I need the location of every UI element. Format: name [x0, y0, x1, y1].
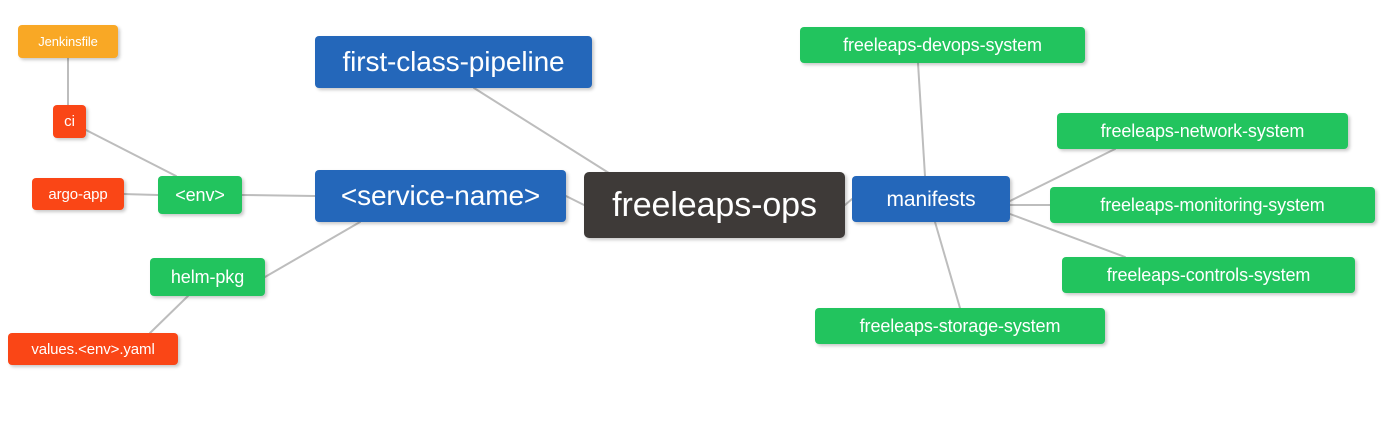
mindmap-node-network[interactable]: freeleaps-network-system [1057, 113, 1348, 149]
mindmap-node-storage[interactable]: freeleaps-storage-system [815, 308, 1105, 344]
edge-manifests-to-storage [934, 221, 961, 309]
mindmap-node-helm[interactable]: helm-pkg [150, 258, 265, 296]
mindmap-node-root[interactable]: freeleaps-ops [584, 172, 845, 238]
mindmap-node-pipeline[interactable]: first-class-pipeline [315, 36, 592, 88]
mindmap-node-argo[interactable]: argo-app [32, 178, 124, 210]
edge-service-to-env [241, 194, 316, 197]
edge-root-to-pipeline [473, 87, 621, 181]
edge-root-to-service [565, 195, 585, 206]
mindmap-node-monitoring[interactable]: freeleaps-monitoring-system [1050, 187, 1375, 223]
edge-manifests-to-devops [917, 62, 926, 177]
edge-service-to-helm [264, 221, 361, 278]
edge-env-to-argo [123, 193, 159, 196]
mindmap-node-controls[interactable]: freeleaps-controls-system [1062, 257, 1355, 293]
mindmap-node-jenkins[interactable]: Jenkinsfile [18, 25, 118, 58]
edge-env-to-ci [85, 129, 177, 177]
mindmap-node-devops[interactable]: freeleaps-devops-system [800, 27, 1085, 63]
edge-root-to-manifests [844, 198, 853, 206]
mindmap-node-values[interactable]: values.<env>.yaml [8, 333, 178, 365]
mindmap-node-manifests[interactable]: manifests [852, 176, 1010, 222]
mindmap-node-service[interactable]: <service-name> [315, 170, 566, 222]
edge-helm-to-values [149, 295, 189, 334]
mindmap-node-env[interactable]: <env> [158, 176, 242, 214]
mindmap-node-ci[interactable]: ci [53, 105, 86, 138]
